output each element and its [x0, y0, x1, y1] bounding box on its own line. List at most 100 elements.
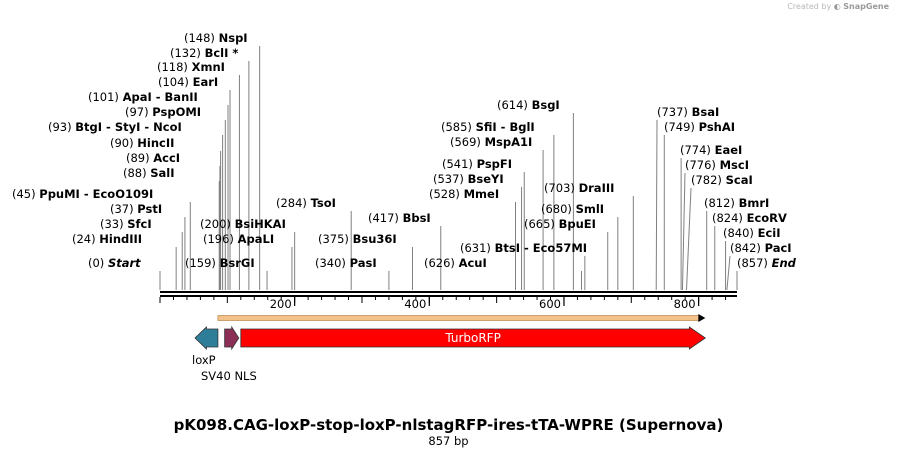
site-name: ApaI - BanII [123, 90, 198, 104]
site-position: (37) [110, 202, 137, 216]
site-name: BtsI - Eco57MI [495, 241, 587, 255]
site-position: (417) [368, 211, 403, 225]
site-name: AcuI [459, 256, 487, 270]
site-label-sfii-bgli: (585) SfiI - BglI [441, 120, 535, 134]
site-name: BsaI [692, 105, 720, 119]
site-label-bsgi: (614) BsgI [497, 98, 560, 112]
site-position: (585) [441, 120, 476, 134]
map-title: pK098.CAG-loxP-stop-loxP-nlstagRFP-ires-… [173, 416, 724, 434]
site-label-apali: (196) ApaLI [203, 232, 274, 246]
site-label-bseyi: (537) BseYI [433, 172, 504, 186]
site-label-eaei: (774) EaeI [680, 143, 742, 157]
site-position: (840) [723, 226, 758, 240]
site-position: (340) [315, 256, 350, 270]
site-label-bsrgi: (159) BsrGI [185, 256, 255, 270]
site-name: SfcI [127, 217, 151, 231]
site-position: (824) [712, 211, 747, 225]
site-name: MspA1I [485, 135, 533, 149]
site-position: (776) [685, 158, 720, 172]
site-name: ScaI [726, 173, 753, 187]
site-label-btsi-eco57mi: (631) BtsI - Eco57MI [460, 241, 587, 255]
leader-lines [159, 46, 738, 291]
site-name: PacI [765, 241, 792, 255]
site-position: (749) [664, 120, 699, 134]
site-position: (782) [691, 173, 726, 187]
site-position: (703) [544, 181, 579, 195]
site-name: BmrI [739, 196, 770, 210]
site-name: PspOMI [152, 105, 201, 119]
site-label-tsoi: (284) TsoI [276, 196, 336, 210]
site-position: (375) [318, 232, 353, 246]
credit-brand: SnapGene [843, 2, 889, 11]
site-labels: (0) Start(24) HindIII(33) SfcI(37) PstI(… [12, 31, 797, 270]
site-name: PpuMI - EcoO109I [39, 187, 153, 201]
site-label-scai: (782) ScaI [691, 173, 753, 187]
ruler-label: 800 [674, 297, 696, 311]
site-name: XmnI [192, 60, 225, 74]
sequence-backbone [160, 291, 737, 297]
site-position: (774) [680, 143, 715, 157]
feature-turborfp [240, 326, 707, 350]
site-name: BpuEI [559, 217, 596, 231]
site-position: (842) [730, 241, 765, 255]
site-name: End [772, 256, 797, 270]
site-name: PstI [137, 202, 162, 216]
site-name: PspFI [477, 157, 512, 171]
site-label-start: (0) Start [88, 256, 141, 270]
site-label-eari: (104) EarI [158, 75, 218, 89]
orf-arrow [217, 314, 706, 322]
ruler-label: 200 [270, 297, 292, 311]
site-label-bcli: (132) BclI * [170, 46, 238, 60]
site-label-acci: (89) AccI [126, 151, 180, 165]
leader-line [681, 172, 686, 291]
site-label-paci: (842) PacI [730, 241, 792, 255]
snapgene-credit: Created by ◐ SnapGene [787, 2, 889, 11]
site-label-end: (857) End [737, 256, 797, 270]
site-position: (737) [657, 105, 692, 119]
site-name: PshAI [699, 120, 735, 134]
site-name: MscI [720, 158, 749, 172]
backbone-bottom-strand [160, 295, 737, 297]
site-label-btgi-styi-ncoi: (93) BtgI - StyI - NcoI [48, 120, 182, 134]
site-position: (680) [541, 202, 576, 216]
credit-prefix: Created by [787, 2, 832, 11]
site-position: (24) [72, 232, 99, 246]
site-label-draiii: (703) DraIII [544, 181, 614, 195]
backbone-top-strand [160, 291, 737, 293]
site-position: (631) [460, 241, 495, 255]
site-label-pasi: (340) PasI [315, 256, 377, 270]
feature-label-sv40-nls: SV40 NLS [201, 369, 257, 383]
leader-line [726, 255, 731, 291]
site-label-mspa1i: (569) MspA1I [450, 135, 532, 149]
snapgene-logo-icon: ◐ [833, 2, 841, 11]
site-name: EarI [193, 75, 219, 89]
site-name: EaeI [715, 143, 743, 157]
site-name: AccI [153, 151, 180, 165]
site-label-mmei: (528) MmeI [429, 187, 499, 201]
site-label-bmri: (812) BmrI [704, 196, 769, 210]
site-name: EcoRV [747, 211, 787, 225]
feature-label-loxp: loxP [192, 353, 216, 367]
site-name: HincII [137, 136, 174, 150]
site-label-xmni: (118) XmnI [157, 60, 225, 74]
site-name: BsgI [532, 98, 560, 112]
site-position: (196) [203, 232, 238, 246]
site-name: BsiHKAI [235, 217, 286, 231]
feature-loxp [194, 326, 219, 350]
site-position: (541) [442, 157, 477, 171]
site-position: (0) [88, 256, 108, 270]
site-position: (90) [110, 136, 137, 150]
ruler-label: 400 [404, 297, 426, 311]
site-label-hincii: (90) HincII [110, 136, 174, 150]
site-label-msci: (776) MscI [685, 158, 749, 172]
site-position: (857) [737, 256, 772, 270]
site-label-pspfi: (541) PspFI [442, 157, 512, 171]
site-position: (93) [48, 120, 75, 134]
site-name: BseYI [468, 172, 504, 186]
site-name: SfiI - BglI [476, 120, 535, 134]
site-label-pshai: (749) PshAI [664, 120, 735, 134]
site-position: (97) [125, 105, 152, 119]
